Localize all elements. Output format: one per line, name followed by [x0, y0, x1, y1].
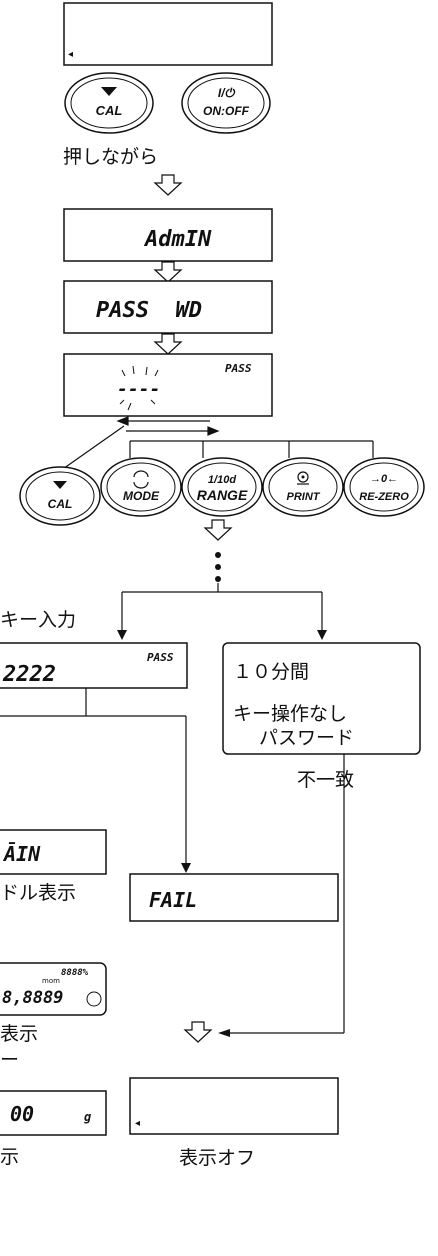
display-indicator: ◂ [135, 1118, 140, 1129]
down-triangle-icon [101, 87, 117, 96]
weight-display-unit: g [84, 1110, 91, 1124]
display-indicator: ◂ [68, 49, 73, 60]
rezero-button-label: RE-ZERO [359, 491, 409, 503]
down-triangle-icon [53, 481, 67, 489]
arrowhead [117, 630, 127, 640]
display-off-caption: 表示オフ [179, 1147, 255, 1169]
cal-button[interactable]: CAL [19, 466, 101, 526]
mismatch-line1: パスワード [259, 727, 354, 749]
mode-button[interactable]: MODE [100, 457, 182, 517]
timeout-line2: キー操作なし [233, 703, 347, 725]
power-icon: I/⏻ [218, 86, 236, 100]
lcd-top-segments: 8888% [61, 968, 89, 978]
branch-lines [121, 583, 323, 633]
fail-display-text: FAIL [149, 888, 197, 912]
continuation-dots [215, 552, 221, 582]
top-display: ◂ [63, 2, 273, 66]
admin-display: AdmIN [63, 208, 273, 262]
display-caption-a: 表示 [0, 1023, 38, 1045]
display-off: ◂ [129, 1077, 339, 1135]
print-button[interactable]: PRINT [262, 457, 344, 517]
symbol-caption: ドル表示 [0, 882, 76, 904]
down-arrow-icon [184, 1021, 212, 1043]
onoff-button-label: ON:OFF [203, 104, 250, 118]
arrowhead [181, 863, 191, 873]
pass-wd-display: PASS WD [63, 280, 273, 334]
down-arrow-icon [154, 174, 182, 196]
cal-button-label: CAL [96, 103, 123, 118]
key-input-label: キー入力 [0, 609, 76, 631]
display-caption-b: ー [0, 1049, 19, 1071]
cal-button-top[interactable]: CAL [64, 72, 154, 134]
typed-branch-lines [0, 688, 345, 1034]
blink-marks [119, 365, 159, 411]
timeout-box: １０分間 キー操作なし [222, 642, 421, 755]
timeout-line1: １０分間 [233, 661, 309, 683]
rezero-button[interactable]: →0← RE-ZERO [343, 457, 425, 517]
lcd-full-display-partial: 8888% mom 8,8889 [0, 962, 107, 1016]
pass-wd-display-text: PASS WD [96, 298, 202, 323]
mode-button-label: MODE [123, 489, 160, 503]
range-button-top: 1/10d [208, 474, 236, 486]
down-arrow-icon [154, 261, 182, 283]
cal-button-label: CAL [48, 497, 73, 511]
cycle-icon [133, 470, 149, 478]
weight-caption: 示 [0, 1146, 19, 1168]
admin-display-partial: ĀIN [0, 829, 107, 875]
mismatch-line2: 不一致 [297, 769, 354, 791]
typed-password-value: 2222 [2, 662, 56, 687]
digit-cursor-arrows [116, 416, 220, 436]
button-connectors [59, 425, 374, 472]
down-arrow-icon [204, 519, 232, 541]
password-entry-display: PASS ---- [63, 353, 273, 417]
print-icon [297, 471, 309, 483]
lcd-digit-segments: 8,8889 [2, 988, 63, 1008]
admin-display-partial-text: ĀIN [2, 842, 41, 866]
admin-display-text: AdmIN [143, 227, 212, 252]
fail-display: FAIL [129, 873, 339, 922]
pass-tag: PASS [147, 651, 174, 664]
weight-display-partial: 00 g [0, 1090, 107, 1136]
range-button[interactable]: 1/10d RANGE [181, 457, 263, 517]
typed-password-display: PASS 2222 [0, 642, 188, 689]
press-while-label: 押しながら [63, 146, 158, 168]
down-arrow-icon [154, 333, 182, 355]
onoff-button[interactable]: I/⏻ ON:OFF [181, 72, 271, 134]
arrowhead [317, 630, 327, 640]
weight-display-value: 00 [10, 1102, 34, 1126]
print-button-label: PRINT [287, 491, 321, 503]
arrowhead [218, 1029, 230, 1037]
pass-tag: PASS [225, 362, 252, 375]
range-button-label: RANGE [197, 487, 248, 503]
entry-dashes: ---- [117, 379, 160, 400]
rezero-button-top: →0← [370, 473, 398, 485]
lcd-mid-segments: mom [42, 977, 60, 985]
